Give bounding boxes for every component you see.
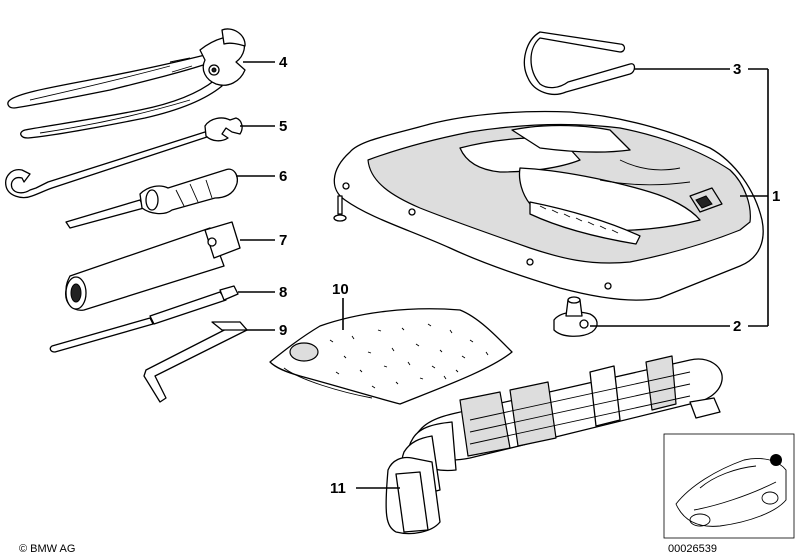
- image-number: 00026539: [668, 543, 717, 555]
- pin-tool-part: [49, 285, 239, 353]
- copyright-text: © BMW AG: [19, 543, 75, 555]
- fastener-part: [553, 296, 598, 337]
- wrench-part: [5, 117, 243, 199]
- pliers-part: [7, 28, 246, 139]
- screwdriver-part: [65, 168, 239, 229]
- callout-7: 7: [279, 232, 287, 249]
- callout-10: 10: [332, 281, 349, 298]
- tool-tray-part: [333, 110, 764, 301]
- vehicle-location-inset: [663, 433, 795, 539]
- cloth-texture: [329, 323, 489, 389]
- callout-4: 4: [279, 54, 288, 71]
- location-marker-icon: [770, 454, 782, 466]
- spark-plug-socket-part: [65, 221, 241, 311]
- tool-bag-part: [385, 355, 723, 535]
- cloth-part: [269, 308, 513, 405]
- callout-8: 8: [279, 284, 287, 301]
- callout-11: 11: [330, 480, 346, 497]
- callout-2: 2: [733, 318, 741, 335]
- callout-9: 9: [279, 322, 287, 339]
- callout-1: 1: [772, 188, 780, 205]
- hex-key-part: [143, 321, 248, 403]
- callout-5: 5: [279, 118, 287, 135]
- callout-3: 3: [733, 61, 741, 78]
- clip-part: [523, 31, 636, 95]
- callout-6: 6: [279, 168, 287, 185]
